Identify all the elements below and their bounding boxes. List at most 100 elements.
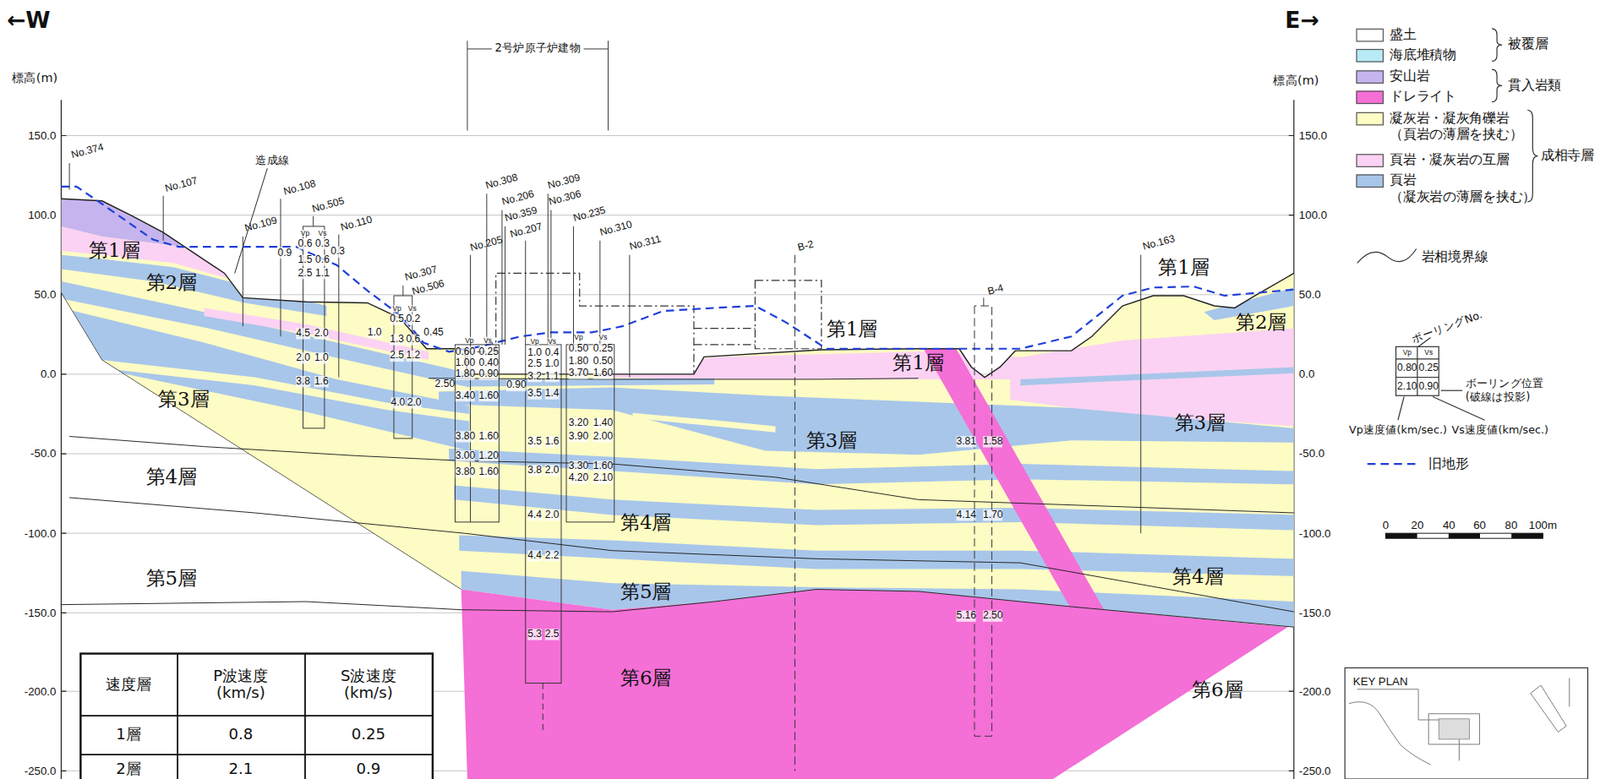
legend-swatch xyxy=(1355,174,1384,188)
legend-text: 安山岩 xyxy=(1389,68,1430,85)
table-cell: 0.9 xyxy=(355,761,381,779)
borehole-number: No.109 xyxy=(243,214,279,235)
velocity-value: 1.60 xyxy=(593,367,614,379)
layer-label: 第1層 xyxy=(1157,256,1209,279)
velocity-value: 1.80 xyxy=(455,369,476,381)
legend-text: 頁岩・凝灰岩の互層 xyxy=(1389,152,1509,169)
table-cell: P波速度 (km/s) xyxy=(198,667,283,704)
legend-text: 凝灰岩・凝灰角礫岩 （頁岩の薄層を挟む） xyxy=(1389,109,1533,143)
velocity-value: 1.60 xyxy=(593,460,614,472)
velocity-value: 1.80 xyxy=(568,355,590,367)
layer-label: 第6層 xyxy=(620,666,672,689)
velocity-header: Vs xyxy=(483,337,492,345)
velocity-value: 0.90 xyxy=(1418,381,1439,393)
direction-label: ←W xyxy=(6,7,51,34)
legend-note: Vs速度値(km/sec.) xyxy=(1452,423,1549,437)
borehole-number: No.235 xyxy=(572,203,607,224)
velocity-value: 1.70 xyxy=(982,509,1004,521)
velocity-value: 0.3 xyxy=(330,246,345,258)
velocity-value: 2.5 xyxy=(389,350,405,362)
borehole-number: No.107 xyxy=(163,174,199,194)
velocity-value: 2.0 xyxy=(407,397,422,409)
borehole-number: No.205 xyxy=(469,233,504,253)
velocity-value: 0.80 xyxy=(1397,362,1418,374)
velocity-value: 0.45 xyxy=(423,327,444,339)
velocity-value: 1.1 xyxy=(315,267,330,279)
layer-label: 第4層 xyxy=(1172,566,1224,589)
borehole-number: No.310 xyxy=(598,218,634,238)
velocity-value: 2.10 xyxy=(1397,381,1418,393)
table-cell: 1層 xyxy=(115,726,142,745)
velocity-value: 3.40 xyxy=(455,390,476,402)
velocity-header: Vs xyxy=(408,305,417,313)
velocity-value: 1.60 xyxy=(479,466,500,478)
borehole-number: No.306 xyxy=(547,187,583,208)
layer-label: 第2層 xyxy=(1235,311,1287,334)
legend-text: ドレライト xyxy=(1389,88,1456,105)
legend-swatch xyxy=(1355,153,1384,168)
velocity-value: 0.60 xyxy=(455,346,476,358)
velocity-value: 0.6 xyxy=(315,254,330,266)
borehole-number: No.108 xyxy=(282,177,317,197)
velocity-value: 0.50 xyxy=(568,343,590,355)
velocity-value: 2.50 xyxy=(982,611,1004,623)
borehole-number: No.207 xyxy=(508,220,544,241)
velocity-value: 2.00 xyxy=(593,431,614,443)
velocity-value: 1.3 xyxy=(389,334,405,346)
layer-label: 第1層 xyxy=(826,318,878,341)
scale-label: 40 xyxy=(1442,518,1456,532)
velocity-value: 0.90 xyxy=(479,369,500,381)
tick-label: -50.0 xyxy=(30,447,56,460)
velocity-value: 2.2 xyxy=(545,550,560,562)
dimension-line xyxy=(467,40,609,131)
boundary-lines xyxy=(60,168,1294,628)
layer-label: 第5層 xyxy=(146,567,197,590)
velocity-header: Vs xyxy=(1424,349,1433,357)
velocity-header: Vs xyxy=(547,338,557,346)
velocity-value: 2.0 xyxy=(314,327,329,339)
velocity-value: 4.4 xyxy=(527,550,542,562)
dolerite-body xyxy=(461,589,1289,779)
table-cell: S波速度 (km/s) xyxy=(326,667,410,704)
velocity-header: Vs xyxy=(599,333,608,342)
scale-label: 0 xyxy=(1382,518,1389,532)
velocity-value: 0.6 xyxy=(406,334,421,346)
velocity-value: 2.10 xyxy=(593,473,614,485)
legend-swatch xyxy=(1355,70,1384,84)
layer-label: 第3層 xyxy=(1174,412,1226,435)
velocity-value: 1.0 xyxy=(545,358,560,370)
legend-swatch xyxy=(1355,111,1384,126)
velocity-value: 4.0 xyxy=(390,397,405,409)
tick-label: 100.0 xyxy=(27,208,56,222)
borehole-number: B-2 xyxy=(796,238,815,254)
tick-label: -100.0 xyxy=(1299,527,1332,541)
velocity-value: 0.2 xyxy=(406,313,421,325)
velocity-value: 3.5 xyxy=(527,387,542,399)
velocity-value: 2.0 xyxy=(545,509,560,521)
layer-label: 第2層 xyxy=(146,271,197,294)
legend-group: 成相寺層 xyxy=(1540,148,1595,164)
velocity-value: 3.81 xyxy=(956,436,978,448)
layer-label: 第1層 xyxy=(892,351,944,374)
velocity-value: 0.25 xyxy=(1418,362,1439,374)
borehole-number: No.359 xyxy=(503,203,539,224)
tick-label: 0.0 xyxy=(1299,367,1315,381)
velocity-value: 3.5 xyxy=(527,436,542,448)
velocity-value: 1.0 xyxy=(314,352,329,364)
velocity-value: 0.5 xyxy=(389,313,405,325)
velocity-value: 1.6 xyxy=(545,436,560,448)
velocity-header: Vs xyxy=(318,229,328,238)
tick-label: -250.0 xyxy=(1299,764,1332,778)
velocity-value: 4.20 xyxy=(568,473,590,485)
borehole-number: No.505 xyxy=(311,195,346,215)
layer-label: 第4層 xyxy=(620,512,672,535)
velocity-value: 0.4 xyxy=(545,347,560,359)
velocity-value: 2.0 xyxy=(545,464,560,476)
velocity-value: 0.50 xyxy=(593,355,614,367)
velocity-value: 4.4 xyxy=(527,509,542,521)
velocity-value: 1.58 xyxy=(982,436,1004,448)
table-cell: 速度層 xyxy=(105,677,152,695)
tick-label: -150.0 xyxy=(24,606,57,620)
scale-bar xyxy=(1385,533,1543,539)
